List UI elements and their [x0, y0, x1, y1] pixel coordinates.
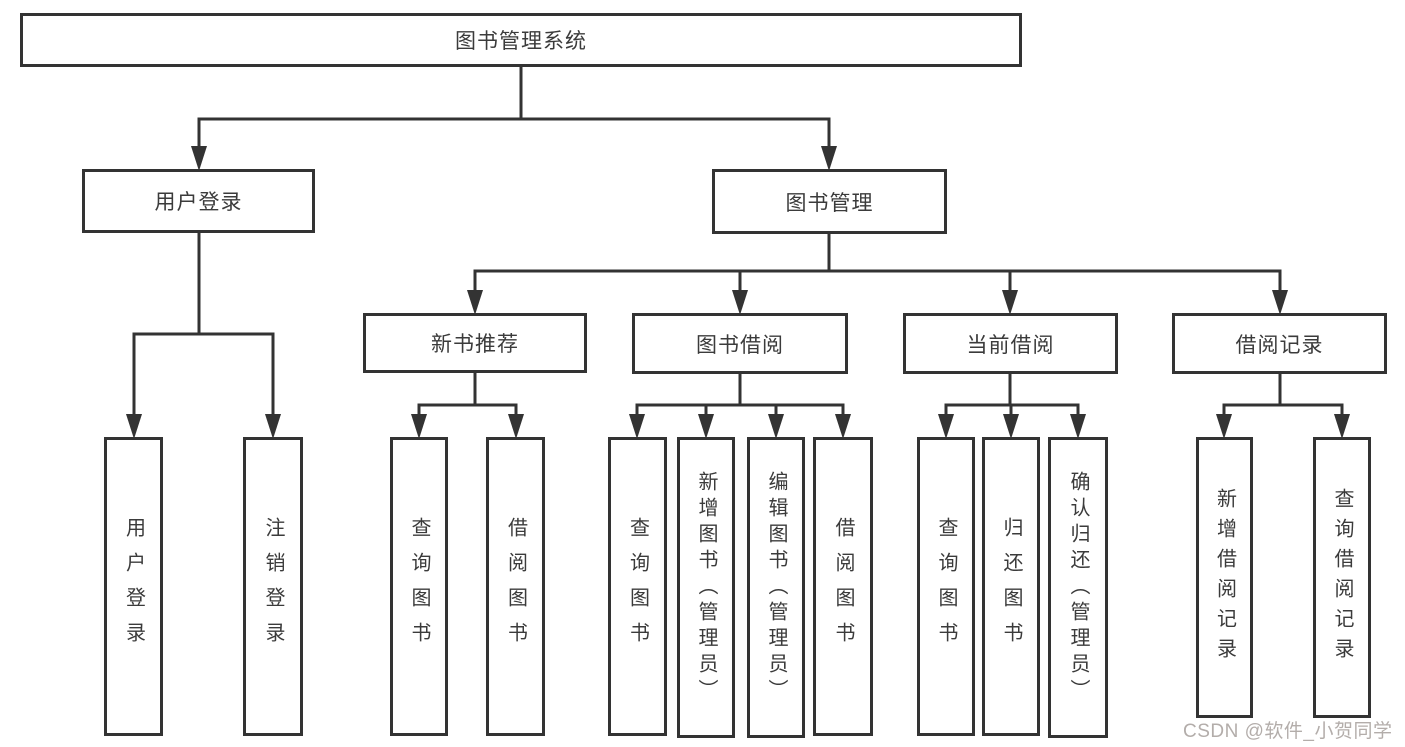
csdn-watermark: CSDN @软件_小贺同学: [1183, 721, 1393, 742]
node-user-login: 用户登录: [82, 169, 315, 233]
leaf-logout: 注销登录: [243, 437, 303, 736]
leaf-user-login: 用户登录: [104, 437, 163, 736]
node-label: 借阅记录: [1235, 333, 1324, 357]
leaf-query-books-current: 查询图书: [917, 437, 975, 736]
node-label: 确认归还（管理员）: [1067, 470, 1089, 705]
leaf-query-books-borrow: 查询图书: [608, 437, 667, 736]
node-label: 借阅图书: [832, 516, 854, 657]
leaf-edit-books-admin: 编辑图书（管理员）: [747, 437, 805, 738]
node-new-book-recommend: 新书推荐: [363, 313, 587, 373]
node-label: 借阅图书: [504, 516, 527, 657]
node-label: 图书管理系统: [455, 30, 587, 53]
node-label: 编辑图书（管理员）: [765, 470, 787, 705]
node-label: 查询图书: [626, 516, 649, 657]
node-label: 归还图书: [1000, 516, 1022, 657]
leaf-query-books-recommend: 查询图书: [390, 437, 448, 736]
node-label: 用户登录: [154, 191, 243, 214]
node-book-management: 图书管理: [712, 169, 947, 234]
node-root-system: 图书管理系统: [20, 13, 1022, 67]
arrowheads: [126, 146, 1350, 439]
node-label: 图书借阅: [696, 333, 784, 357]
node-label: 新书推荐: [431, 333, 519, 356]
leaf-borrow-books-recommend: 借阅图书: [486, 437, 545, 736]
leaf-add-borrow-record: 新增借阅记录: [1196, 437, 1253, 718]
leaf-borrow-books: 借阅图书: [813, 437, 873, 736]
node-label: 查询图书: [408, 516, 430, 657]
node-current-borrowing: 当前借阅: [903, 313, 1118, 374]
leaf-query-borrow-record: 查询借阅记录: [1313, 437, 1371, 718]
node-label: 查询图书: [935, 516, 957, 657]
node-label: 图书管理: [785, 191, 874, 215]
leaf-confirm-return-admin: 确认归还（管理员）: [1048, 437, 1108, 738]
node-label: 用户登录: [122, 516, 145, 657]
leaf-add-books-admin: 新增图书（管理员）: [677, 437, 735, 738]
node-label: 注销登录: [262, 516, 284, 657]
leaf-return-books: 归还图书: [982, 437, 1040, 736]
node-label: 查询借阅记录: [1331, 487, 1353, 668]
node-label: 新增图书（管理员）: [695, 470, 717, 705]
node-label: 新增借阅记录: [1213, 487, 1236, 668]
node-borrowing-records: 借阅记录: [1172, 313, 1387, 374]
node-label: 当前借阅: [966, 333, 1055, 357]
node-book-borrowing: 图书借阅: [632, 313, 848, 374]
